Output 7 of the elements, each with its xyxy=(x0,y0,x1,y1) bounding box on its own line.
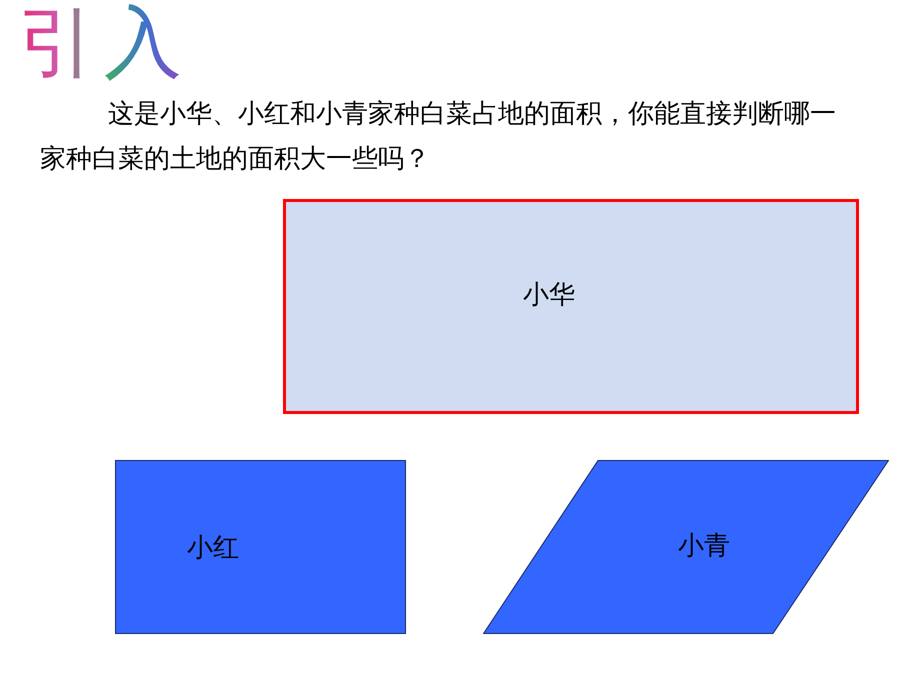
field-rectangle xyxy=(115,460,406,634)
field-label: 小红 xyxy=(187,532,239,565)
field-parallelogram xyxy=(483,460,889,634)
field-label: 小青 xyxy=(678,530,730,563)
field-rectangle xyxy=(283,199,859,414)
field-label: 小华 xyxy=(523,279,575,312)
question-text: 这是小华、小红和小青家种白菜占地的面积，你能直接判断哪一家种白菜的土地的面积大一些吗？ xyxy=(40,98,837,176)
